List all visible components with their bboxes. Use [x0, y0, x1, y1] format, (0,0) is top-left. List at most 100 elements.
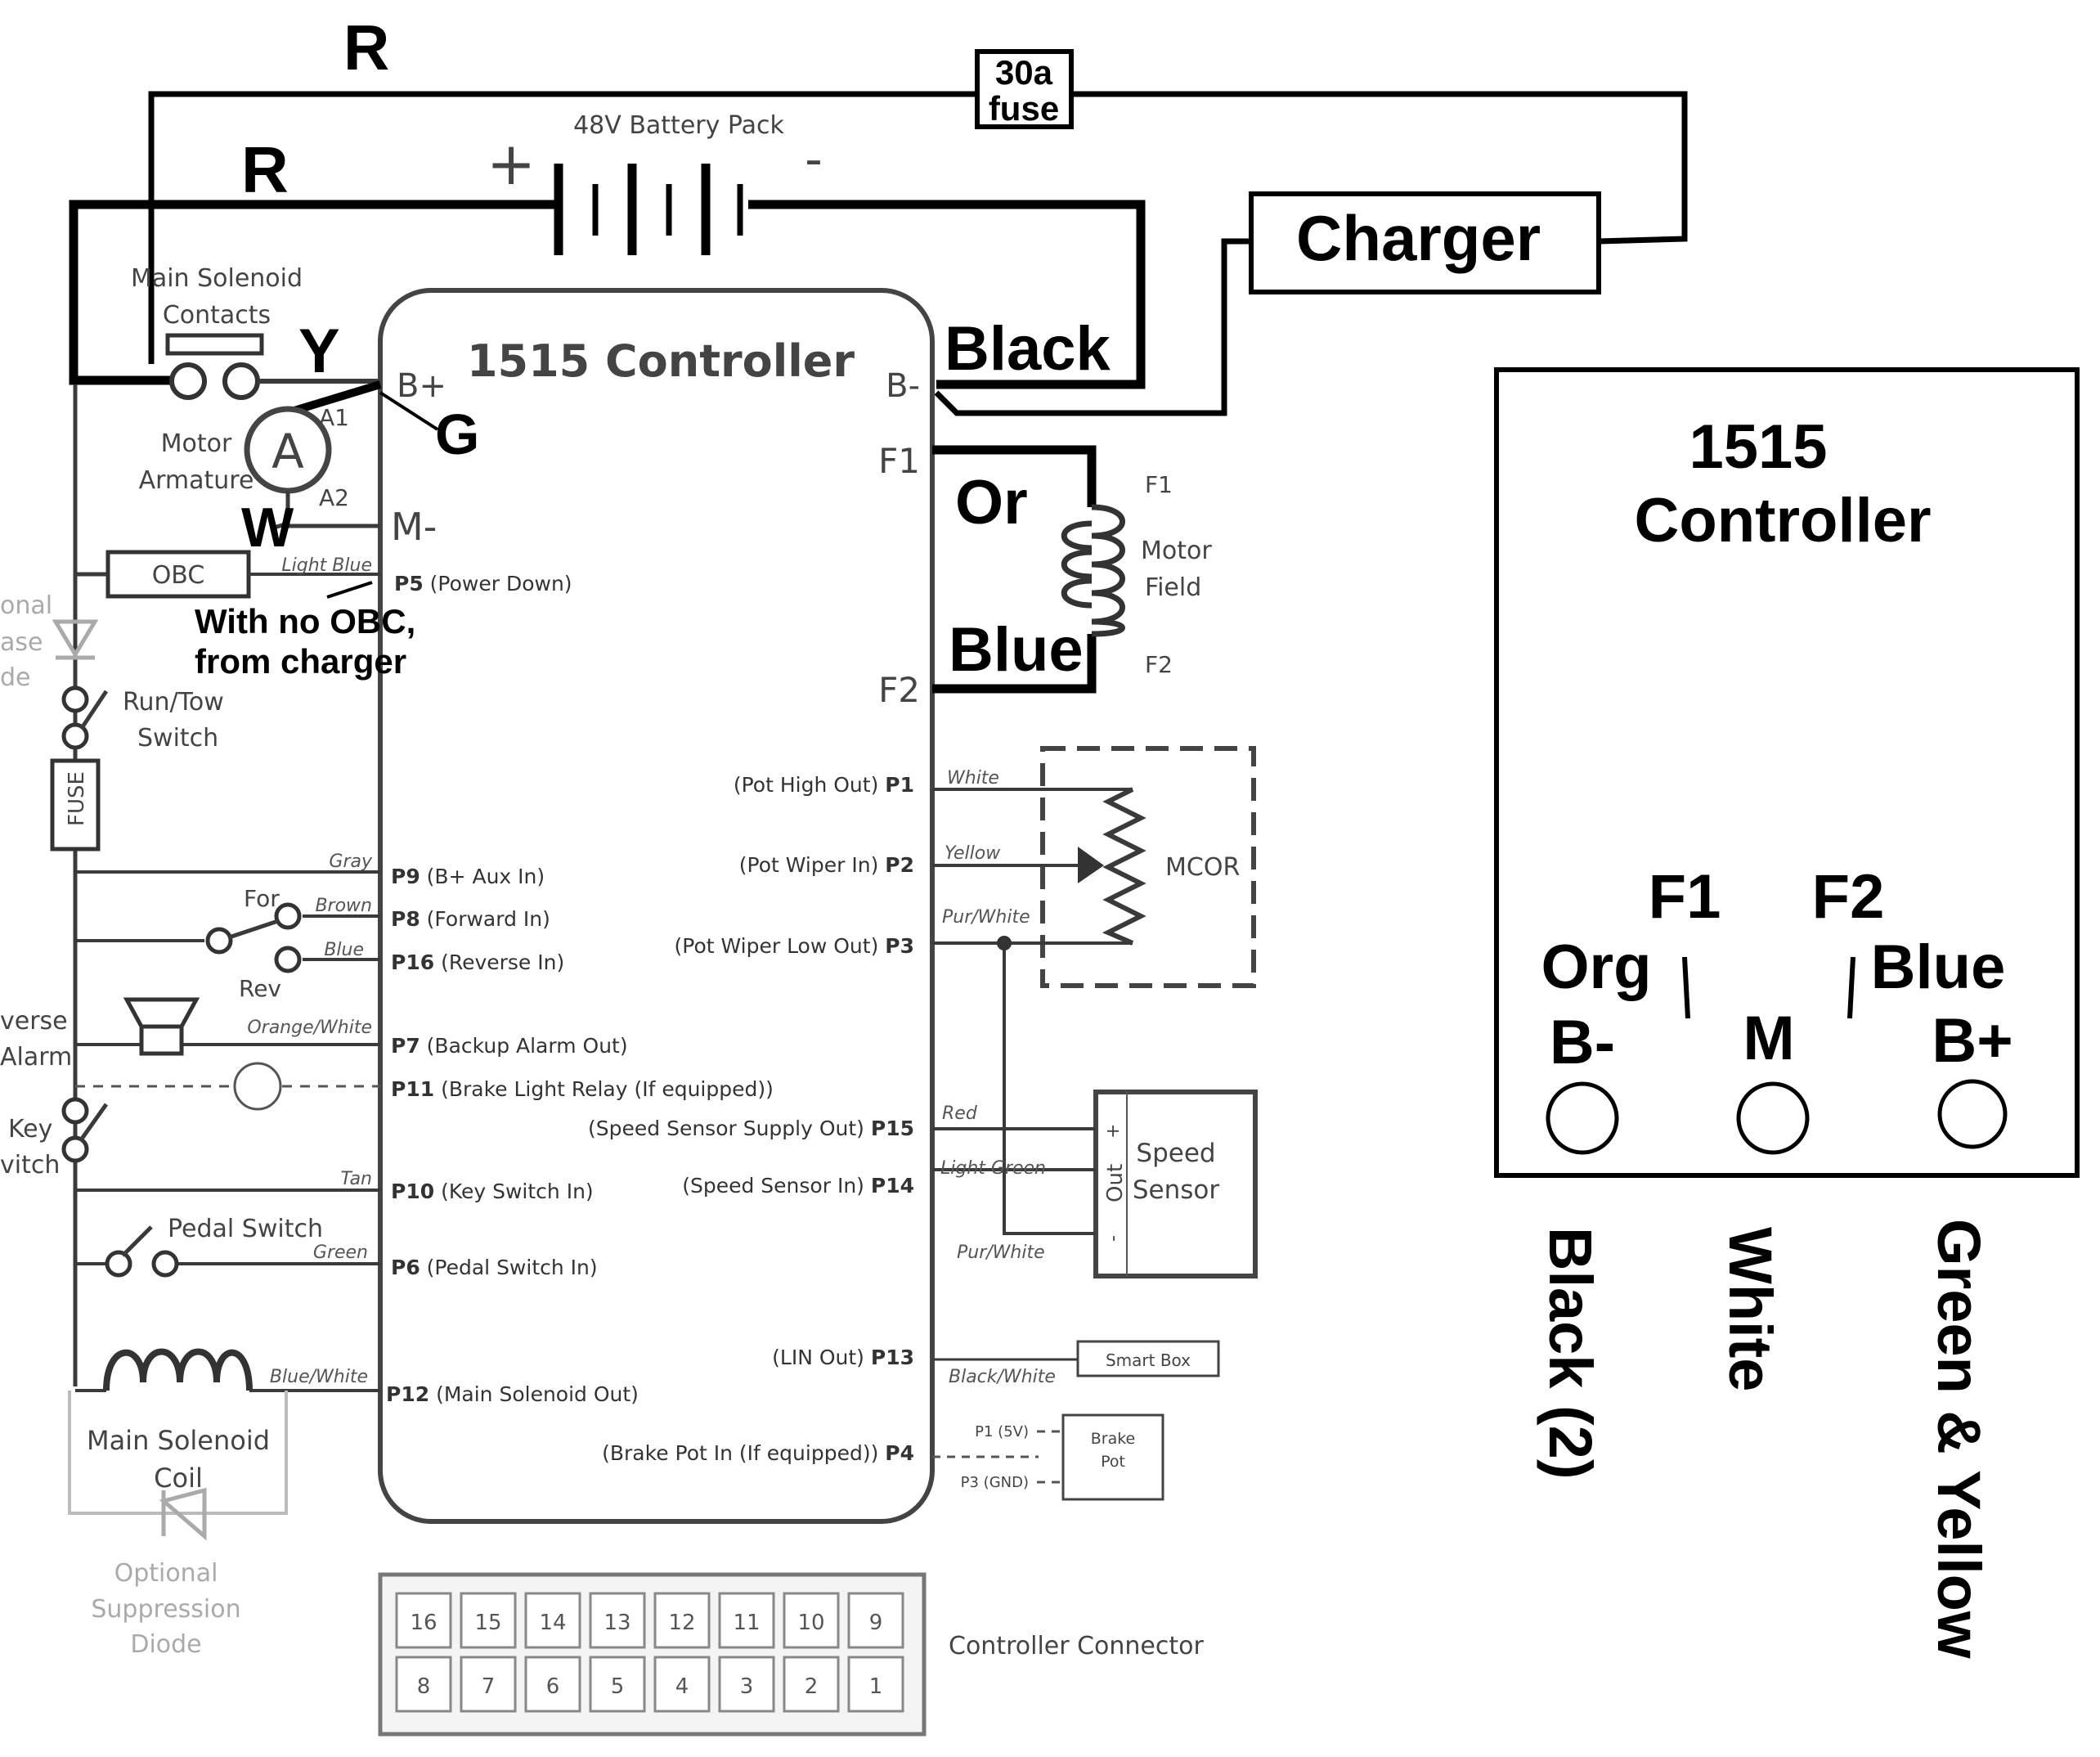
- controller-title: 1515 Controller: [467, 335, 855, 387]
- connector-cell: [524, 1592, 581, 1649]
- panel-m: M: [1743, 1004, 1794, 1073]
- left-pin-wires: [75, 870, 380, 1392]
- y-label: Y: [298, 317, 340, 386]
- panel-title-2: Controller: [1634, 486, 1931, 555]
- smart-box: [932, 1340, 1220, 1377]
- connector-pin-number: 10: [797, 1611, 824, 1635]
- fuse-element: [50, 758, 101, 852]
- pin-p12: P12 (Main Solenoid Out): [386, 1382, 639, 1406]
- connector-pin-number: 11: [733, 1611, 760, 1635]
- terminal-m: [1736, 1081, 1810, 1155]
- speed-sensor-label-1: Speed: [1136, 1139, 1215, 1168]
- connector-pin-number: 13: [604, 1611, 630, 1635]
- connector-label: Controller Connector: [949, 1632, 1205, 1660]
- mcor-block: [932, 746, 1256, 988]
- pin-p9: P9 (B+ Aux In): [391, 865, 545, 888]
- wire-p14: Light Green: [940, 1158, 1046, 1179]
- for-rev-switch[interactable]: [205, 902, 302, 973]
- m-minus-terminal: M-: [391, 505, 437, 549]
- col-green-yellow-label: Green & Yellow: [1925, 1219, 1993, 1659]
- reverse-alarm: [123, 997, 200, 1056]
- brake-pot-label-1: Brake: [1091, 1430, 1136, 1448]
- connector-pin-number: 2: [805, 1674, 819, 1699]
- pedal-switch[interactable]: [105, 1225, 179, 1278]
- connector-pin-number: 12: [668, 1611, 695, 1635]
- obc-block: [75, 550, 380, 599]
- optional-diode-partial-3: de: [0, 663, 31, 692]
- optional-diode-left: [52, 619, 99, 660]
- b-minus-terminal: B-: [886, 367, 920, 405]
- panel-f2: F2: [1812, 862, 1885, 932]
- battery-plus: +: [487, 129, 536, 198]
- key-switch-label-1: Key: [8, 1115, 52, 1144]
- pin-p4: (Brake Pot In (If equipped)) P4: [602, 1441, 914, 1465]
- right-pin-list: (Pot High Out) P1 (Pot Wiper In) P2 (Pot…: [588, 773, 914, 1465]
- panel-b-plus: B+: [1932, 1006, 2012, 1076]
- obc-label: OBC: [152, 561, 205, 590]
- connector-pin-number: 1: [869, 1674, 883, 1699]
- pin-p15: (Speed Sensor Supply Out) P15: [588, 1117, 914, 1140]
- pin-p7: P7 (Backup Alarm Out): [391, 1034, 628, 1058]
- pin-p11: P11 (Brake Light Relay (If equipped)): [391, 1077, 774, 1101]
- pin-p16: P16 (Reverse In): [391, 950, 564, 974]
- optional-diode-partial-2: ase: [0, 628, 43, 657]
- wire-p1: White: [947, 768, 999, 789]
- key-switch[interactable]: [61, 1097, 109, 1163]
- connector-cell: [847, 1592, 904, 1649]
- mcor-label: MCOR: [1165, 853, 1240, 882]
- wire-p6: Green: [313, 1242, 368, 1263]
- connector-cell: [783, 1592, 840, 1649]
- connector-cell: [524, 1656, 581, 1713]
- connector-cell: [395, 1656, 452, 1713]
- connector-cell: [460, 1592, 517, 1649]
- connector-cell: [653, 1656, 711, 1713]
- main-solenoid-coil: [68, 1348, 288, 1541]
- wire-p7: Orange/White: [247, 1018, 372, 1038]
- run-tow-label-2: Switch: [137, 724, 218, 753]
- terminal-b-plus: [1937, 1079, 2008, 1149]
- fuse-label-2: fuse: [989, 89, 1059, 128]
- reverse-alarm-label-1: verse: [0, 1007, 68, 1036]
- panel-b-minus: B-: [1550, 1008, 1615, 1077]
- wire-p10: Tan: [340, 1169, 372, 1189]
- motor-armature: [244, 380, 439, 530]
- connector-cell: [718, 1656, 775, 1713]
- reverse-alarm-label-2: Alarm: [0, 1043, 72, 1072]
- panel-blue: Blue: [1871, 932, 2006, 1002]
- motor-armature-label-1: Motor: [161, 429, 232, 458]
- coil-label-1: Main Solenoid: [87, 1425, 270, 1456]
- col-white-label: White: [1716, 1227, 1784, 1391]
- motor-field-label-1: Motor: [1141, 537, 1212, 565]
- pin-p14: (Speed Sensor In) P14: [682, 1174, 914, 1198]
- rev-label: Rev: [239, 975, 281, 1002]
- wire-p12: Blue/White: [270, 1367, 368, 1387]
- black-label: Black: [945, 314, 1111, 384]
- motor-field-loop: [932, 445, 1125, 694]
- coil-label-2: Coil: [154, 1463, 203, 1494]
- connector-pin-number: 9: [869, 1611, 883, 1635]
- w-label: W: [241, 497, 294, 559]
- connector-cell: [395, 1592, 452, 1649]
- pin-p10: P10 (Key Switch In): [391, 1180, 594, 1203]
- optional-diode-partial-1: onal: [0, 591, 52, 620]
- brake-p3-label: P3 (GND): [961, 1474, 1029, 1491]
- b-plus-terminal: B+: [397, 367, 446, 405]
- wire-p16: Blue: [324, 940, 364, 960]
- panel-title-1: 1515: [1689, 412, 1827, 482]
- f2-terminal: F2: [878, 670, 920, 710]
- r-top-label: R: [343, 11, 389, 83]
- wire-p13: Black/White: [949, 1367, 1056, 1387]
- connector-pin-number: 3: [740, 1674, 754, 1699]
- pin-p8: P8 (Forward In): [391, 907, 550, 931]
- battery-minus: -: [805, 131, 823, 188]
- panel-f2-tick: [1847, 956, 1855, 1019]
- r-left-label: R: [241, 133, 289, 206]
- a1-label: A1: [319, 404, 349, 431]
- solenoid-contacts-label-1: Main Solenoid: [131, 264, 303, 293]
- connector-pin-number: 14: [539, 1611, 566, 1635]
- fuse-box: [975, 49, 1074, 129]
- panel-f1: F1: [1649, 862, 1721, 932]
- left-pin-list: P5 (Power Down) P9 (B+ Aux In) P8 (Forwa…: [386, 572, 774, 1406]
- or-label: Or: [955, 468, 1028, 537]
- motor-field-label-2: Field: [1145, 573, 1201, 602]
